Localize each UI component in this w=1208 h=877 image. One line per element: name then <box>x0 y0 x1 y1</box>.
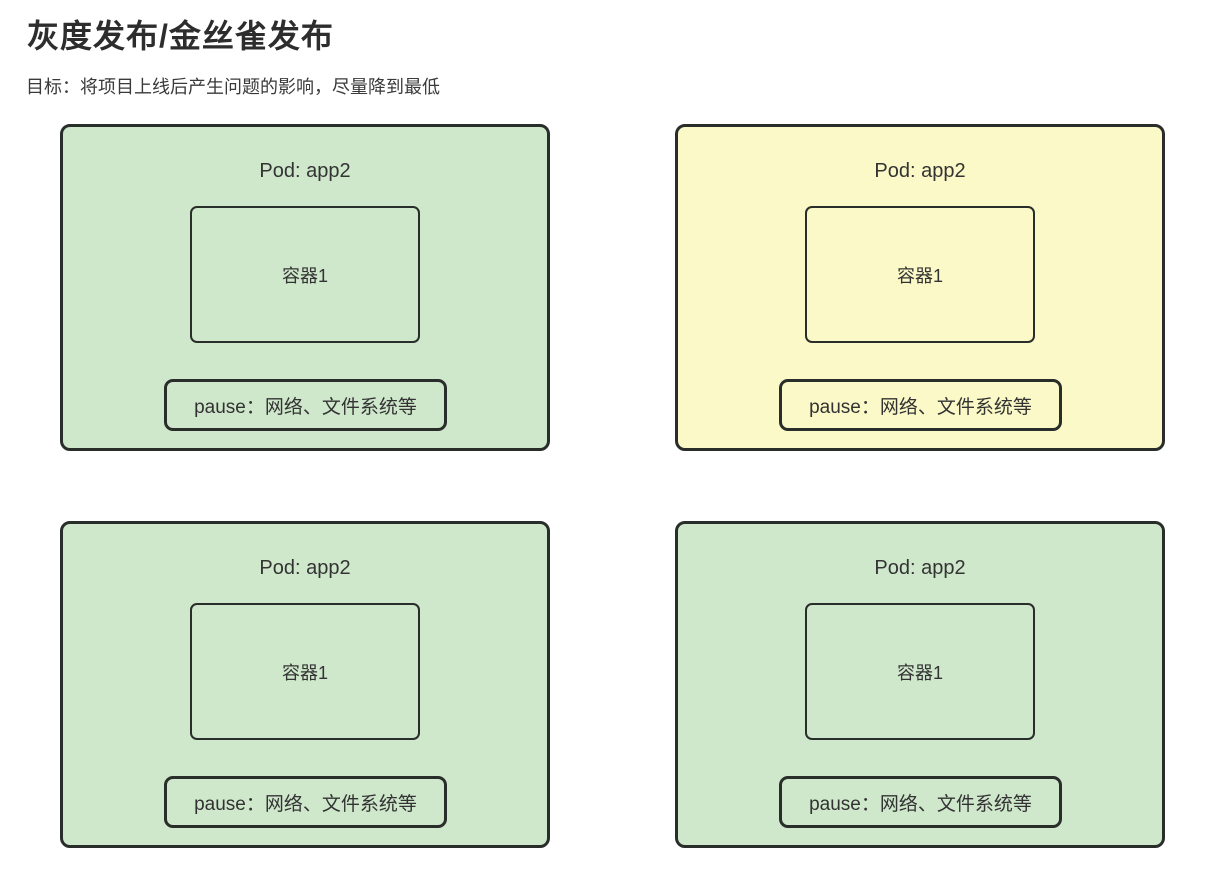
container-box: 容器1 <box>190 603 420 740</box>
container-box: 容器1 <box>190 206 420 343</box>
container-box: 容器1 <box>805 603 1035 740</box>
pause-label: pause：网络、文件系统等 <box>809 396 1032 418</box>
pause-label: pause：网络、文件系统等 <box>194 396 417 418</box>
container-box: 容器1 <box>805 206 1035 343</box>
pause-box: pause：网络、文件系统等 <box>779 776 1062 828</box>
container-label: 容器1 <box>281 662 328 683</box>
pause-label: pause：网络、文件系统等 <box>194 793 417 815</box>
pod-box-bottom-right: Pod: app2 容器1 pause：网络、文件系统等 <box>675 521 1165 848</box>
page-title: 灰度发布/金丝雀发布 <box>27 18 334 54</box>
pause-box: pause：网络、文件系统等 <box>164 776 447 828</box>
page-subtitle: 目标：将项目上线后产生问题的影响，尽量降到最低 <box>26 77 440 97</box>
container-label: 容器1 <box>281 265 328 286</box>
pause-box: pause：网络、文件系统等 <box>164 379 447 431</box>
container-label: 容器1 <box>896 662 943 683</box>
container-label: 容器1 <box>896 265 943 286</box>
pause-box: pause：网络、文件系统等 <box>779 379 1062 431</box>
pod-title: Pod: app2 <box>259 557 351 579</box>
pod-box-bottom-left: Pod: app2 容器1 pause：网络、文件系统等 <box>60 521 550 848</box>
pod-box-top-left: Pod: app2 容器1 pause：网络、文件系统等 <box>60 124 550 451</box>
pause-label: pause：网络、文件系统等 <box>809 793 1032 815</box>
pod-title: Pod: app2 <box>874 557 966 579</box>
pod-title: Pod: app2 <box>259 160 351 182</box>
pod-title: Pod: app2 <box>874 160 966 182</box>
pod-box-top-right: Pod: app2 容器1 pause：网络、文件系统等 <box>675 124 1165 451</box>
